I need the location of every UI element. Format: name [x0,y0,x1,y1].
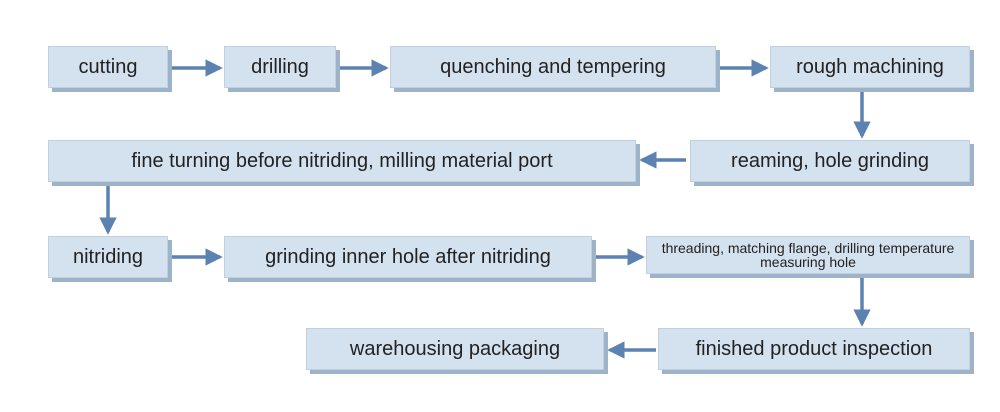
step-threading-flange-drilling: threading, matching flange, drilling tem… [646,236,970,274]
step-quenching-and-tempering: quenching and tempering [390,46,716,88]
step-reaming-hole-grinding: reaming, hole grinding [690,140,970,182]
step-rough-machining: rough machining [770,46,970,88]
step-drilling: drilling [224,46,336,88]
step-warehousing-packaging: warehousing packaging [306,328,604,370]
step-finished-product-inspection: finished product inspection [658,328,970,370]
step-grinding-inner-hole: grinding inner hole after nitriding [224,236,592,278]
step-fine-turning: fine turning before nitriding, milling m… [48,140,636,182]
step-nitriding: nitriding [48,236,168,278]
step-cutting: cutting [48,46,168,88]
